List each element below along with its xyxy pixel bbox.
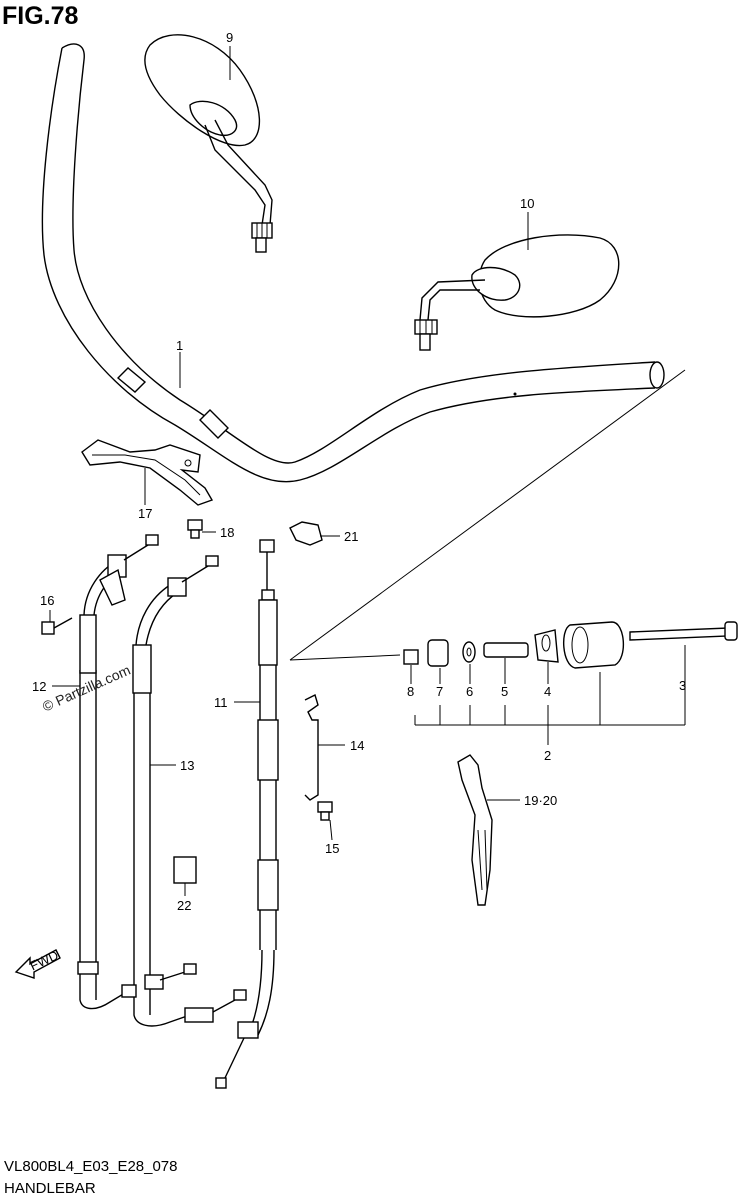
callout-3: 3 — [679, 678, 686, 693]
callout-14: 14 — [350, 738, 364, 753]
diagram-code: VL800BL4_E03_E28_078 — [4, 1158, 178, 1175]
callout-17: 17 — [138, 506, 152, 521]
screw-3-part[interactable] — [629, 621, 738, 641]
diagram-name: HANDLEBAR — [4, 1180, 96, 1197]
callout-5: 5 — [501, 684, 508, 699]
forward-label: FWD — [27, 947, 60, 973]
callout-labels: 1 2 3 4 5 6 7 8 9 10 11 12 13 14 15 16 1… — [32, 30, 686, 913]
callout-18: 18 — [220, 525, 234, 540]
cable-clamp-14-part[interactable] — [304, 694, 319, 801]
balancer-weight-part[interactable] — [563, 621, 624, 669]
callout-10: 10 — [520, 196, 534, 211]
bolt-15-part[interactable] — [317, 801, 333, 821]
bolt-18-part[interactable] — [187, 519, 203, 539]
nut-8-part[interactable] — [403, 649, 419, 665]
leader-lines — [49, 46, 549, 896]
mirror-left-part[interactable] — [144, 34, 273, 253]
callout-19-20: 19·20 — [524, 793, 557, 808]
callout-13: 13 — [180, 758, 194, 773]
clamp-21-part[interactable] — [289, 521, 323, 546]
collar-7-part[interactable] — [427, 639, 449, 667]
cushion-4-part[interactable] — [534, 629, 559, 663]
callout-22: 22 — [177, 898, 191, 913]
washer-6-part[interactable] — [462, 641, 476, 663]
callout-16: 16 — [40, 593, 54, 608]
callout-7: 7 — [436, 684, 443, 699]
clutch-cable-11-part[interactable] — [215, 539, 279, 1089]
callout-4: 4 — [544, 684, 551, 699]
assembly-bracket-lines — [414, 645, 686, 745]
callout-8: 8 — [407, 684, 414, 699]
callout-11: 11 — [214, 695, 228, 710]
callout-1: 1 — [176, 338, 183, 353]
callout-21: 21 — [344, 529, 358, 544]
cable-tie-part[interactable] — [457, 754, 493, 906]
callout-12: 12 — [32, 679, 46, 694]
throttle-cable-13-part[interactable] — [121, 555, 247, 1027]
figure-title: FIG.78 — [2, 2, 79, 30]
callout-6: 6 — [466, 684, 473, 699]
spacer-5-part[interactable] — [483, 642, 529, 658]
label-sticker-22-part[interactable] — [173, 856, 197, 884]
callout-9: 9 — [226, 30, 233, 45]
bolt-16-part[interactable] — [41, 617, 73, 635]
explode-guide-lines — [289, 369, 686, 661]
callout-15: 15 — [325, 841, 339, 856]
mirror-right-part[interactable] — [414, 234, 620, 351]
handlebar-part[interactable] — [41, 43, 665, 483]
throttle-cable-12-part[interactable] — [77, 534, 159, 1010]
callout-2: 2 — [544, 748, 551, 763]
bracket-part[interactable] — [81, 439, 214, 506]
forward-arrow-icon: FWD — [14, 947, 61, 979]
